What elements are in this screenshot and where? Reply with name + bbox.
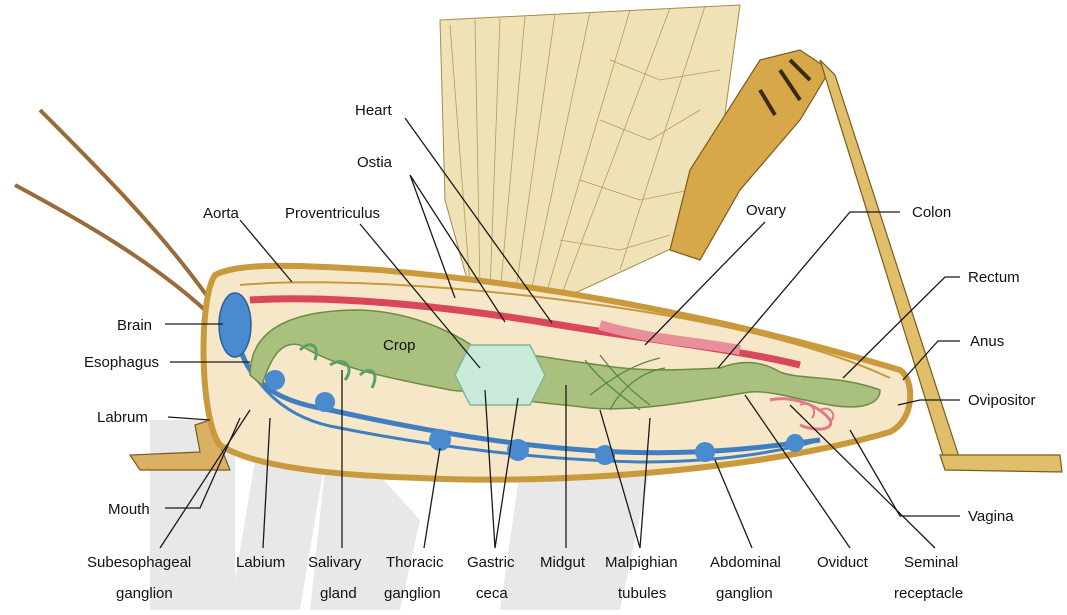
label-oviduct: Oviduct <box>817 554 869 571</box>
label-abdominal: Abdominal <box>710 554 781 571</box>
label-abdominal-ganglion: ganglion <box>716 585 773 602</box>
label-ovary: Ovary <box>746 202 787 219</box>
label-thoracic-ganglion: ganglion <box>384 585 441 602</box>
label-esophagus: Esophagus <box>84 354 159 371</box>
label-rectum: Rectum <box>968 269 1020 286</box>
label-labium: Labium <box>236 554 285 571</box>
label-subesophageal-ganglion: ganglion <box>116 585 173 602</box>
label-ostia: Ostia <box>357 154 393 171</box>
label-anus: Anus <box>970 333 1004 350</box>
label-heart: Heart <box>355 102 393 119</box>
label-malpighian: Malpighian <box>605 554 678 571</box>
label-gastric-ceca: ceca <box>476 585 508 602</box>
label-brain: Brain <box>117 317 152 334</box>
label-aorta: Aorta <box>203 205 240 222</box>
label-proventriculus: Proventriculus <box>285 205 380 222</box>
label-crop: Crop <box>383 337 416 354</box>
label-seminal-receptacle: receptacle <box>894 585 963 602</box>
label-labrum: Labrum <box>97 409 148 426</box>
label-subesophageal: Subesophageal <box>87 554 191 571</box>
label-gastric: Gastric <box>467 554 515 571</box>
label-salivary-gland: gland <box>320 585 357 602</box>
label-vagina: Vagina <box>968 508 1014 525</box>
antennae <box>15 110 210 310</box>
label-salivary: Salivary <box>308 554 362 571</box>
label-seminal: Seminal <box>904 554 958 571</box>
label-thoracic: Thoracic <box>386 554 444 571</box>
label-mouth: Mouth <box>108 501 150 518</box>
label-midgut: Midgut <box>540 554 586 571</box>
label-malpighian-tubules: tubules <box>618 585 666 602</box>
label-colon: Colon <box>912 204 951 221</box>
label-ovipositor: Ovipositor <box>968 392 1036 409</box>
